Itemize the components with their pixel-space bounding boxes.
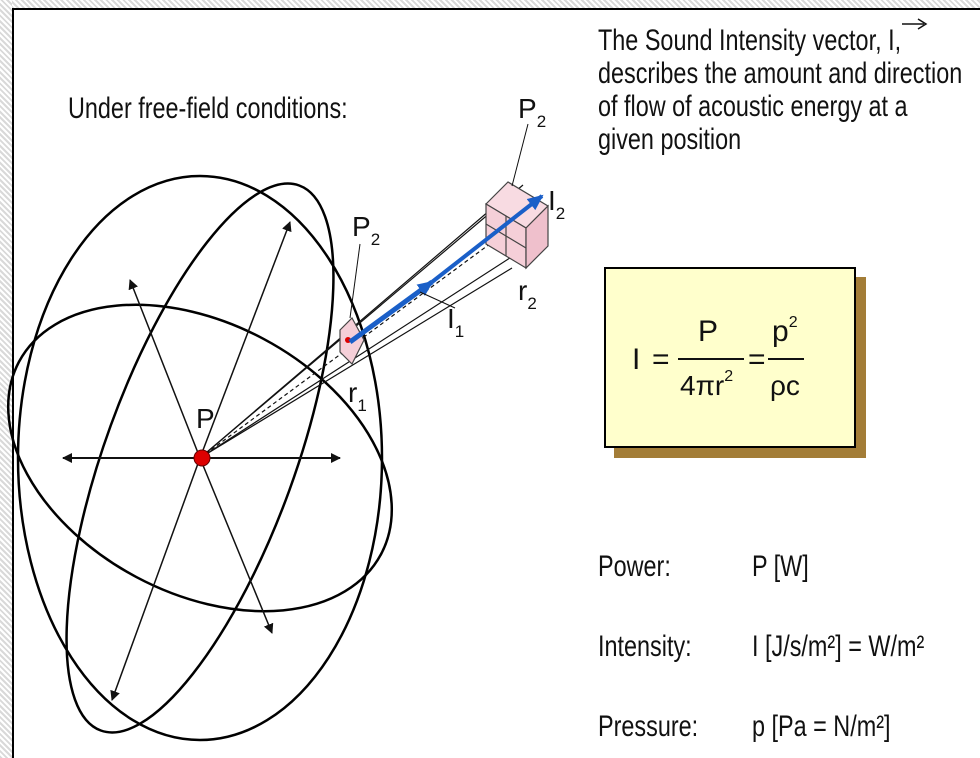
- intensity-vector-near: [348, 279, 434, 345]
- power-label: Power:: [598, 550, 671, 583]
- far-area-patch: [485, 181, 549, 270]
- svg-text:=: =: [748, 343, 766, 376]
- p-near-leader: [349, 243, 361, 319]
- pressure-label: Pressure:: [598, 710, 699, 743]
- svg-text:P: P: [698, 315, 718, 348]
- formula-box: I = P 4πr2 = p2 ρc: [604, 267, 856, 448]
- condition-label: Under free-field conditions:: [68, 92, 348, 125]
- svg-text:4πr2: 4πr2: [680, 368, 733, 401]
- intensity-value: I [J/s/m²] = W/m²: [752, 630, 925, 663]
- radial-arrow-downleft: [110, 457, 201, 701]
- intensity-label: Intensity:: [598, 630, 692, 663]
- p-near-label: P2: [352, 211, 380, 249]
- frame-border-top: [0, 0, 980, 8]
- intensity-vector-far: [430, 194, 544, 284]
- svg-text:p2: p2: [772, 314, 798, 348]
- i-near-label: I1: [447, 303, 464, 341]
- svg-text:I: I: [632, 343, 640, 376]
- radial-arrow-downright: [199, 457, 274, 634]
- intensity-description: The Sound Intensity vector, I, describes…: [598, 24, 963, 156]
- p-far-label: P2: [518, 93, 546, 131]
- source-label: P: [196, 403, 215, 434]
- vector-arrow-icon: [902, 18, 928, 30]
- source-point: [193, 449, 211, 467]
- frame-rule-left: [12, 8, 14, 758]
- r-near-label: r1: [348, 377, 367, 415]
- great-circle-a: [6, 303, 394, 613]
- great-circle-b: [65, 182, 335, 734]
- frame-border-left: [0, 0, 12, 758]
- radial-arrow-upleft: [128, 279, 201, 459]
- radial-arrow-upright: [199, 221, 292, 459]
- r-far-label: r2: [518, 275, 537, 313]
- power-value: P [W]: [752, 550, 809, 583]
- svg-text:=: =: [652, 343, 670, 376]
- pressure-value: p [Pa = N/m²]: [752, 710, 891, 743]
- p-far-leader: [511, 123, 529, 187]
- intensity-formula: I = P 4πr2 = p2 ρc: [632, 314, 804, 401]
- svg-text:ρc: ρc: [770, 370, 800, 401]
- frame-rule-top: [12, 8, 980, 10]
- i-far-label: I2: [548, 185, 565, 223]
- i-near-leader: [419, 291, 456, 309]
